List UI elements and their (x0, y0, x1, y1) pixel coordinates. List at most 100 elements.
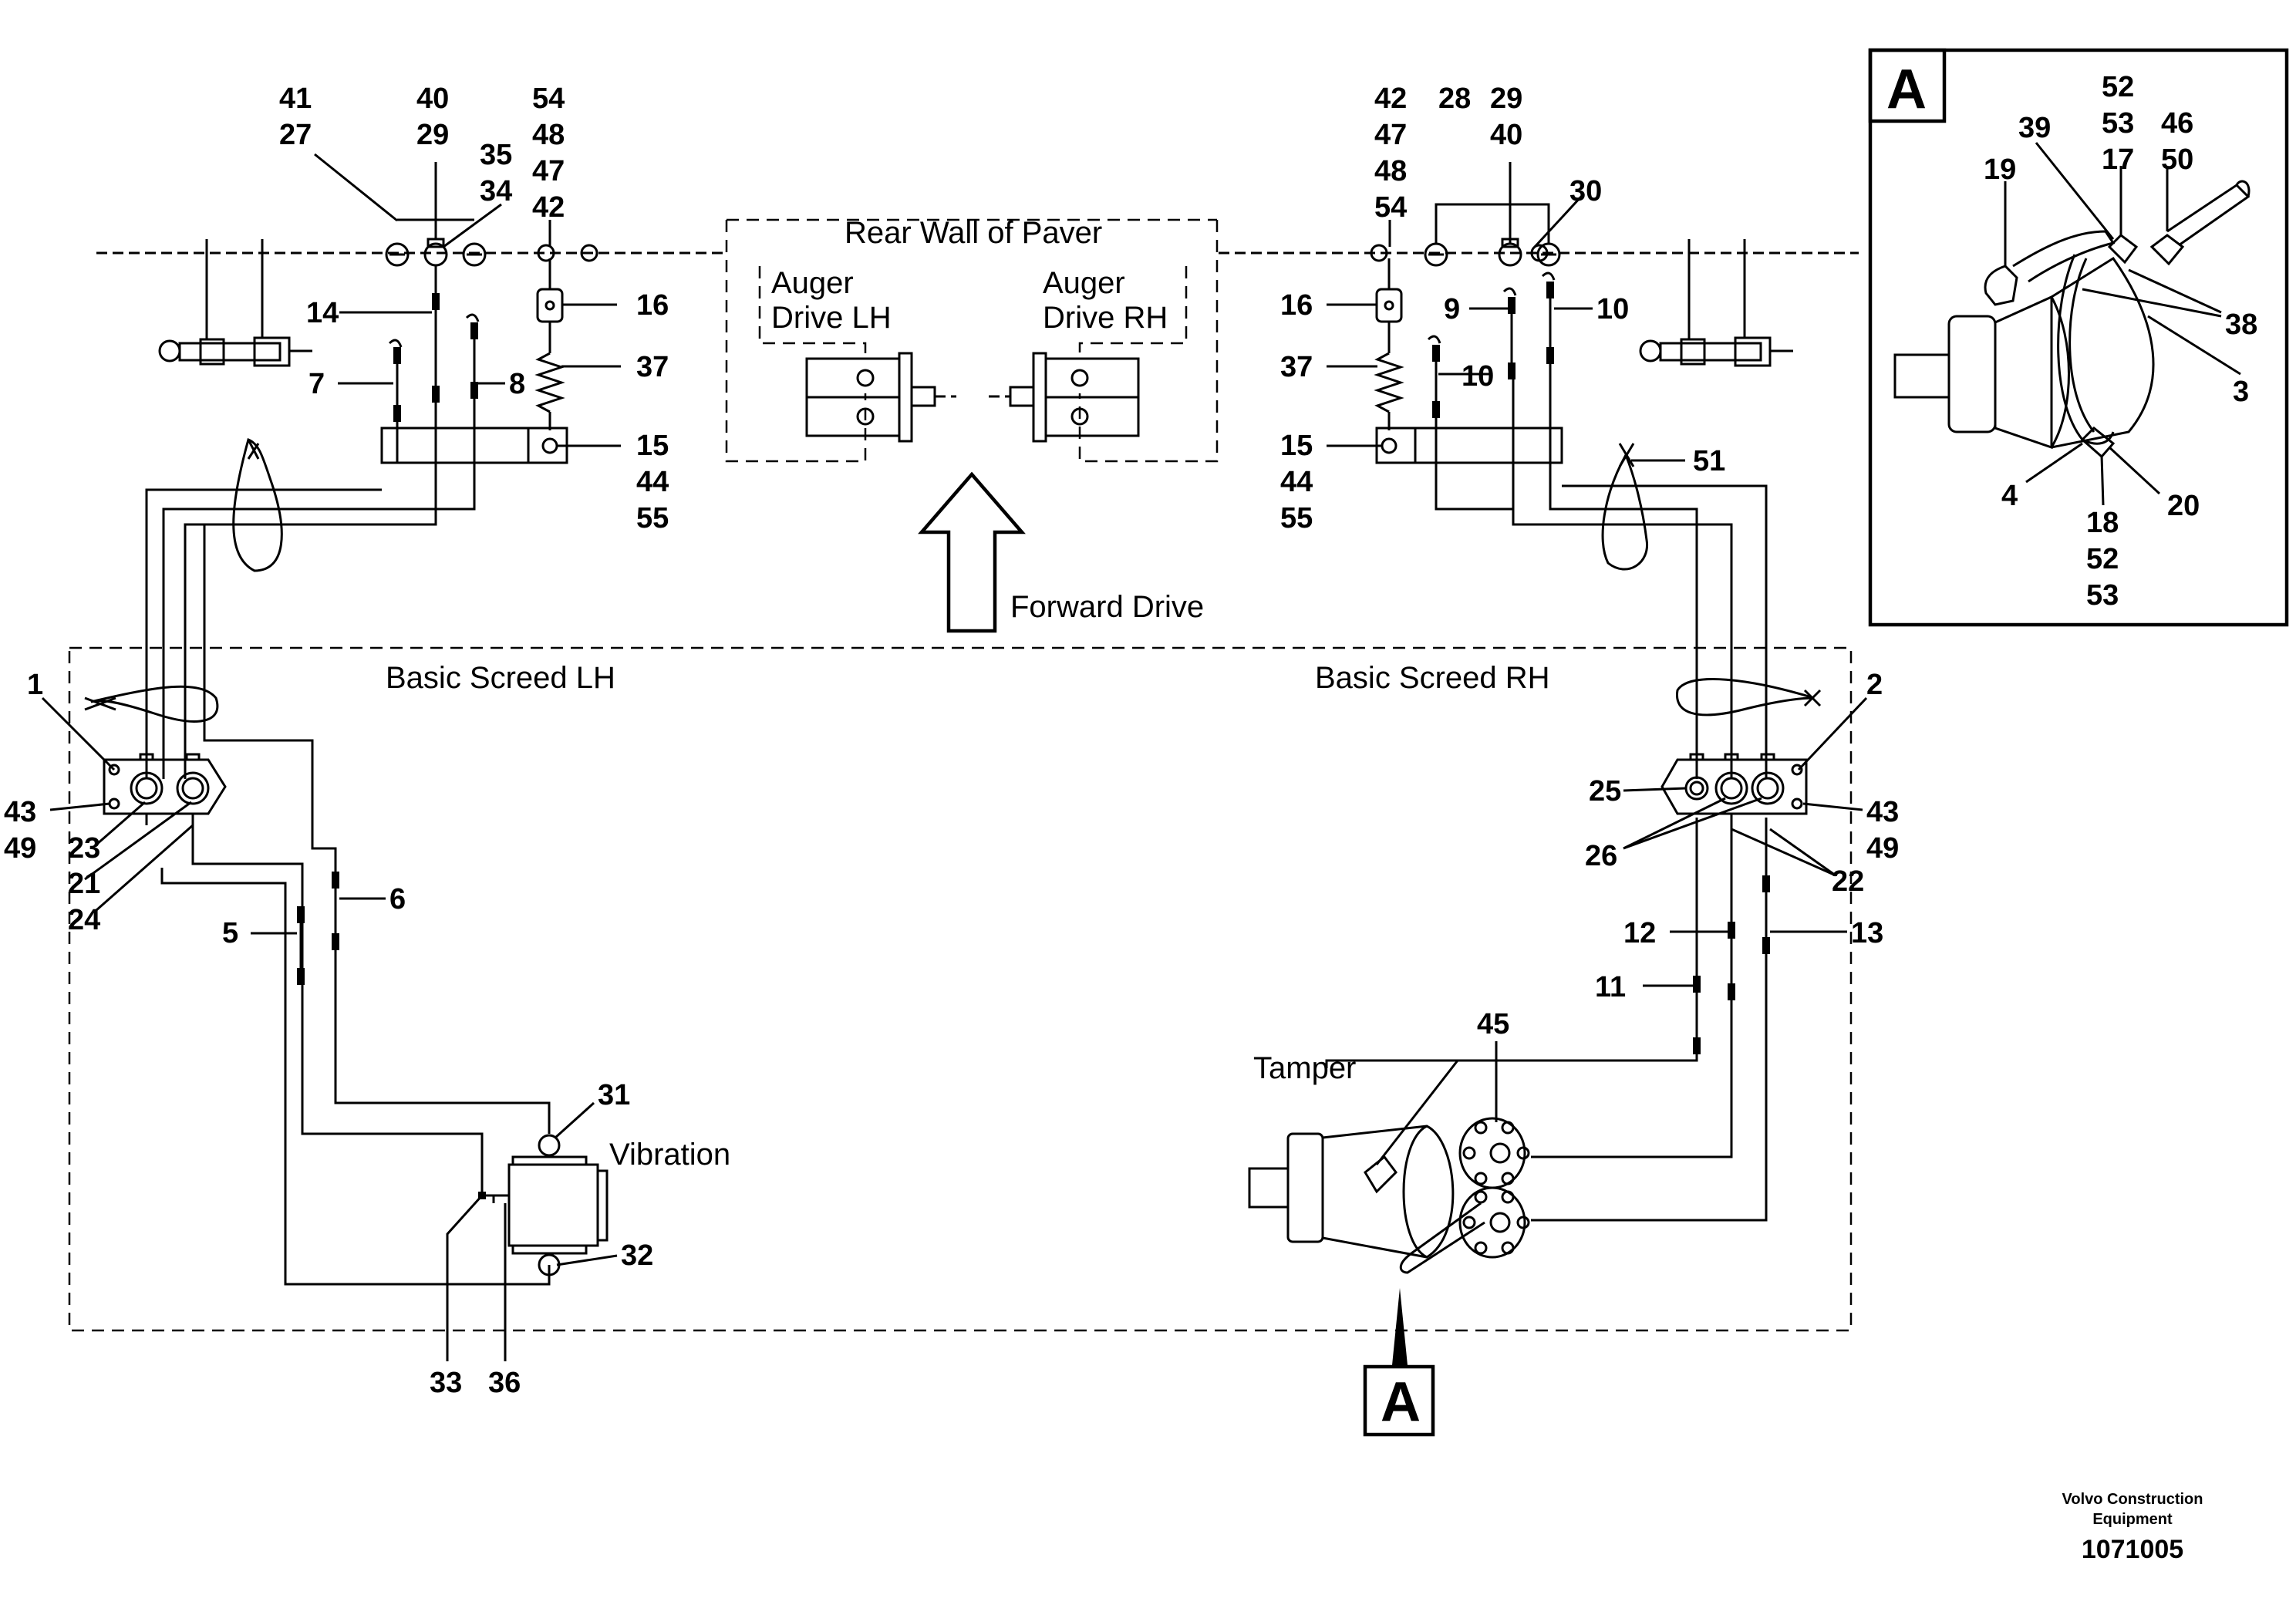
callout-r48: 48 (1374, 155, 1407, 187)
tamper-label: Tamper (1253, 1051, 1356, 1085)
hose-10-upper (1541, 271, 1556, 364)
hose-9 (1502, 287, 1517, 379)
callout-27: 27 (279, 119, 312, 151)
callout-l49: 49 (4, 832, 36, 865)
callout-22: 22 (1832, 865, 1864, 898)
callout-40: 40 (416, 83, 449, 115)
view-a-letter: A (1381, 1371, 1421, 1433)
screed-box: Basic Screed LH Basic Screed RH (68, 646, 1853, 1332)
vibration-label: Vibration (609, 1138, 730, 1172)
auger-lh-label-2: Drive LH (771, 301, 892, 335)
callout-21: 21 (68, 868, 100, 900)
hose-loop-rh-bottom (1675, 678, 1822, 717)
bulkhead-fittings-rh (1424, 203, 1561, 267)
maker-line-2: Equipment (2092, 1511, 2173, 1528)
callout-r15: 15 (1280, 430, 1313, 462)
auger-rh-label-1: Auger (1043, 266, 1125, 300)
callout-r54: 54 (1374, 191, 1407, 224)
detail-a-panel: A (1868, 48, 2289, 627)
sensor-lh (534, 258, 565, 454)
hose-lines-lh (145, 399, 551, 1286)
callout-r16: 16 (1280, 289, 1313, 322)
callout-32: 32 (621, 1239, 653, 1272)
callout-a52: 52 (2102, 71, 2134, 103)
hose-5 (297, 906, 305, 985)
callout-a4: 4 (2001, 480, 2018, 512)
callout-42: 42 (532, 191, 565, 224)
callout-r55: 55 (1280, 502, 1313, 534)
vibration-motor: Vibration (446, 1134, 730, 1361)
callout-1: 1 (27, 669, 43, 701)
mount-bar-rh (1375, 427, 1563, 464)
hose-loop-lh-bottom (84, 685, 219, 723)
callout-24: 24 (68, 904, 100, 936)
callout-36: 36 (488, 1367, 521, 1399)
callout-33: 33 (430, 1367, 462, 1399)
callout-r10b: 10 (1462, 360, 1494, 393)
rear-wall-label: Rear Wall of Paver (845, 216, 1102, 250)
callout-15: 15 (636, 430, 669, 462)
callout-26: 26 (1585, 840, 1617, 872)
auger-motor-rh (989, 352, 1140, 443)
callout-r49: 49 (1866, 832, 1899, 865)
hose-loop-rh-top (1601, 443, 1648, 571)
callout-r9: 9 (1444, 293, 1460, 325)
callout-a50: 50 (2161, 143, 2193, 176)
hose-6 (332, 872, 339, 950)
callout-r10a: 10 (1596, 293, 1629, 325)
callout-23: 23 (68, 832, 100, 865)
callout-44: 44 (636, 466, 669, 498)
callout-r37: 37 (1280, 351, 1313, 383)
hose-14 (432, 266, 440, 403)
tamper-motor: Tamper (1248, 1051, 1542, 1274)
callout-48: 48 (532, 119, 565, 151)
callout-r44: 44 (1280, 466, 1313, 498)
callout-41: 41 (279, 83, 312, 115)
callout-47: 47 (532, 155, 565, 187)
manifold-rh (1660, 753, 1808, 825)
hose-13 (1762, 875, 1770, 954)
lift-cylinder-lh (158, 239, 312, 367)
forward-drive-arrow: Forward Drive (918, 471, 1204, 633)
callout-numbers: 41 27 40 29 54 48 47 42 35 34 14 16 7 8 … (4, 71, 2257, 1399)
callout-r43: 43 (1866, 796, 1899, 828)
callout-54: 54 (532, 83, 565, 115)
callout-r47: 47 (1374, 119, 1407, 151)
footer: Volvo Construction Equipment 1071005 (2062, 1491, 2203, 1564)
callout-35: 35 (480, 139, 512, 171)
lift-cylinder-rh (1639, 239, 1793, 367)
callout-16: 16 (636, 289, 669, 322)
auger-rh-label-2: Drive RH (1043, 301, 1168, 335)
callout-a17: 17 (2102, 143, 2134, 176)
detail-motor (1893, 180, 2250, 459)
callout-13: 13 (1851, 917, 1883, 949)
callout-a46: 46 (2161, 107, 2193, 140)
callout-r51: 51 (1693, 445, 1725, 477)
detail-a-letter: A (1886, 59, 1927, 120)
hose-10-lower (1427, 335, 1441, 418)
callout-11: 11 (1595, 971, 1626, 1003)
callout-a53b: 53 (2086, 579, 2119, 612)
hose-8 (465, 313, 480, 399)
callout-45: 45 (1477, 1008, 1509, 1040)
auger-motor-lh (805, 352, 956, 443)
callout-r30: 30 (1569, 175, 1602, 207)
screed-rh-label: Basic Screed RH (1315, 661, 1550, 695)
hose-12 (1728, 922, 1735, 1000)
callout-34: 34 (480, 175, 512, 207)
hose-11 (1693, 976, 1701, 1054)
callout-a38: 38 (2225, 309, 2257, 341)
sensor-rh (1374, 258, 1404, 454)
callout-r29: 29 (1490, 83, 1522, 115)
rear-wall-box: Rear Wall of Paver Auger Drive LH Auger … (725, 216, 1219, 463)
callout-a52b: 52 (2086, 543, 2119, 575)
callout-a3: 3 (2233, 376, 2249, 408)
callout-a19: 19 (1984, 153, 2016, 186)
callout-a39: 39 (2018, 112, 2051, 144)
callout-29: 29 (416, 119, 449, 151)
callout-a53: 53 (2102, 107, 2134, 140)
callout-2: 2 (1866, 669, 1883, 701)
hose-7 (388, 339, 403, 422)
